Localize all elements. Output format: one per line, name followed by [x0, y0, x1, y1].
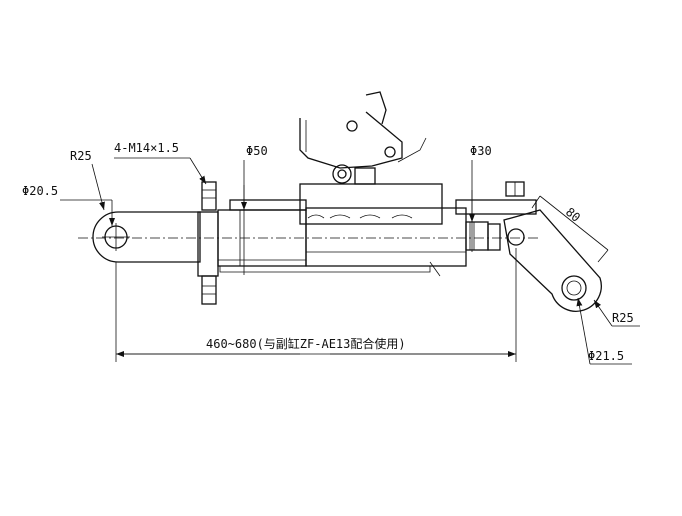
dia-cylinder-label: Φ50: [246, 144, 268, 158]
r25-right-leader: [593, 299, 613, 327]
stroke-range-label: 460~680(与副缸ZF-AE13配合使用): [206, 336, 406, 351]
valve-block: [299, 167, 443, 225]
r25-left-label: R25: [70, 149, 92, 163]
left-eye-clevis: [92, 211, 201, 263]
top-bolt: [201, 181, 217, 211]
right-link-arm: [503, 209, 602, 312]
bolt-thread-label: 4-M14×1.5: [114, 141, 179, 155]
length-80-label: 80: [563, 205, 583, 225]
bottom-bolt: [201, 275, 217, 305]
dia-right-eye-label: Φ21.5: [588, 349, 624, 363]
rod-end-bolt: [505, 181, 525, 197]
thread-leader: [189, 157, 207, 185]
dia-right-leader: [576, 297, 591, 365]
piston-rod: [455, 199, 537, 251]
length-80-ext-b: [597, 249, 609, 263]
dia-left-eye-label: Φ20.5: [22, 184, 58, 198]
r25-left-leader: [91, 163, 105, 211]
length-80-ext-a: [531, 195, 541, 209]
r25-right-label: R25: [612, 311, 634, 325]
dia-rod-label: Φ30: [470, 144, 492, 158]
mounting-bracket: [299, 91, 427, 184]
length-80-line: [539, 195, 609, 251]
